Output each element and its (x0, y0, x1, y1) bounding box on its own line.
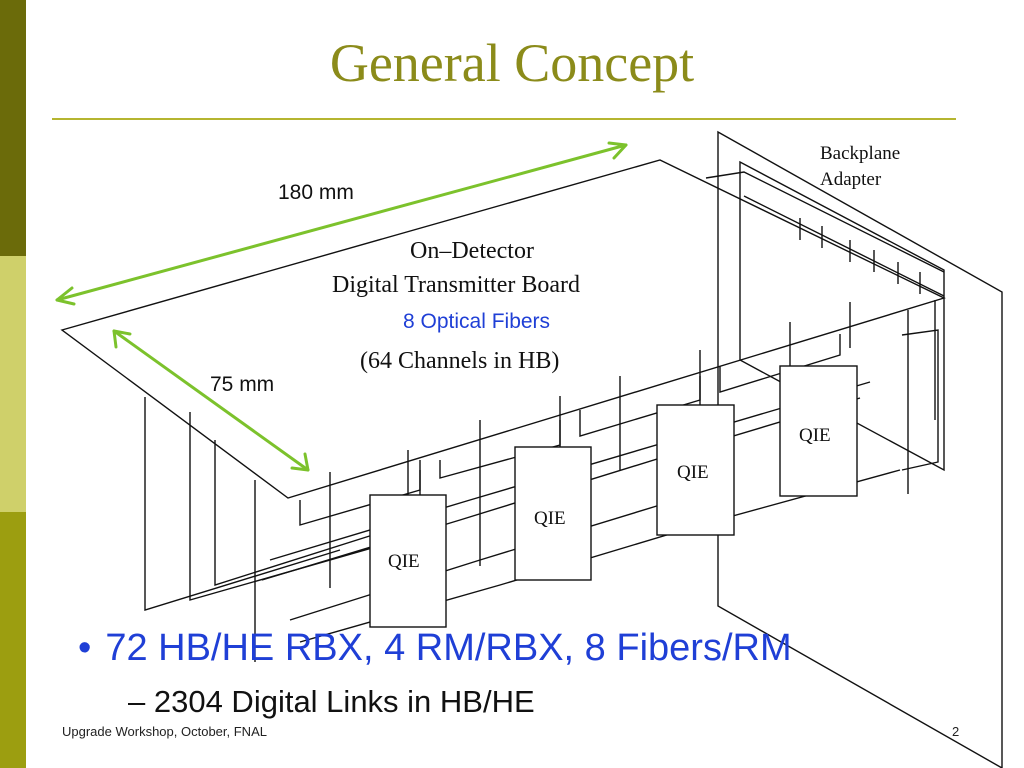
frame-line (743, 195, 945, 297)
qie-chip (779, 365, 858, 497)
transmitter-board (60, 159, 946, 499)
arrowhead-icon (290, 452, 310, 472)
backplane-adapter (717, 130, 1003, 768)
slide-title: General Concept (329, 33, 695, 93)
card-trace (299, 460, 421, 526)
qie-chip-label: QIE (534, 508, 566, 529)
arrowhead-icon (112, 329, 132, 349)
qie-chip (514, 446, 592, 581)
qie-chip-label: QIE (677, 462, 709, 483)
bullet-main: • 72 HB/HE RBX, 4 RM/RBX, 8 Fibers/RM (78, 627, 792, 670)
sidebar-segment-bottom (0, 512, 26, 768)
sidebar-segment-middle (0, 256, 26, 512)
sidebar-segment-top (0, 0, 26, 256)
footer-text: Upgrade Workshop, October, FNAL (62, 724, 267, 739)
arrowhead-icon (55, 286, 76, 306)
qie-chip-label: QIE (799, 425, 831, 446)
backplane-connector (901, 329, 939, 471)
arrowhead-icon (607, 141, 628, 160)
board-label-line1: On–Detector (410, 238, 534, 264)
backplane-inner-panel (739, 160, 945, 472)
sidebar-stripe (0, 0, 26, 768)
backplane-label-line2: Adapter (820, 169, 882, 190)
width-label: 75 mm (210, 373, 274, 396)
length-dimension-arrow (55, 143, 628, 302)
bullet-main-text: 72 HB/HE RBX, 4 RM/RBX, 8 Fibers/RM (105, 627, 792, 669)
card-trace (579, 376, 701, 437)
card-trace (439, 420, 561, 479)
page-number: 2 (952, 724, 960, 739)
length-label: 180 mm (278, 181, 354, 204)
readout-card (189, 412, 401, 601)
readout-card (144, 397, 341, 611)
backplane-label-line1: Backplane (820, 143, 900, 164)
title-rule (52, 118, 956, 120)
board-label-line2: Digital Transmitter Board (332, 272, 580, 298)
qie-chip (656, 404, 735, 536)
qie-chip-label: QIE (388, 551, 420, 572)
frame-line (705, 171, 945, 273)
channels-label: (64 Channels in HB) (360, 348, 559, 374)
bullet-dot-icon: • (78, 627, 92, 669)
card-trace (289, 504, 661, 621)
qie-chip (369, 494, 447, 628)
width-dimension-arrow (112, 329, 310, 472)
bullet-sub: – 2304 Digital Links in HB/HE (128, 684, 535, 719)
fibers-label: 8 Optical Fibers (403, 310, 550, 333)
